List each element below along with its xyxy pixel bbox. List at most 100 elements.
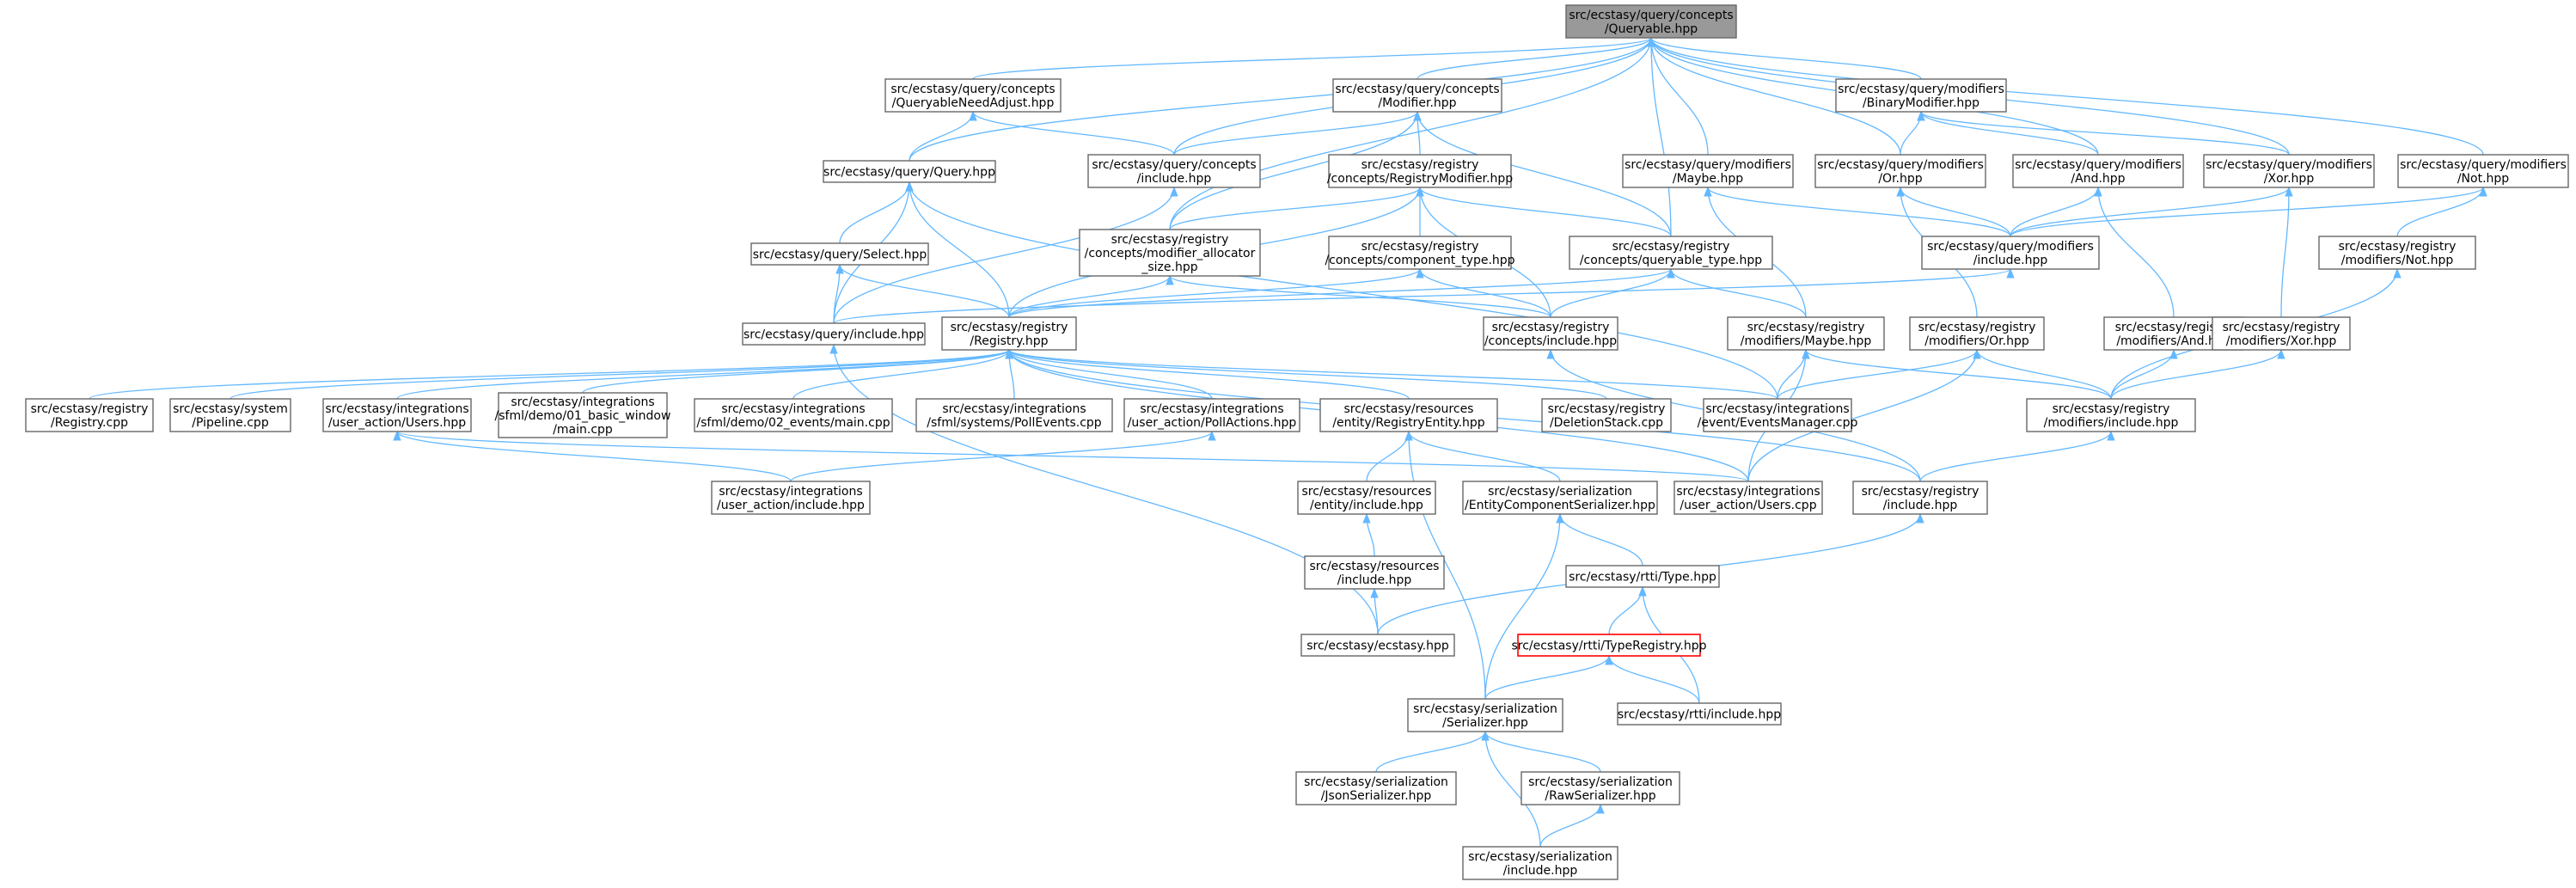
edge-registryHpp-to-query [905, 181, 1010, 318]
node-label: /user_action/PollActions.hpp [1128, 416, 1297, 430]
edge-ecstasyHpp-to-resInclude [1370, 587, 1379, 635]
node-box [1617, 702, 1782, 726]
node-modifiersInclude[interactable]: src/ecstasy/query/modifiers/include.hpp [1921, 236, 2100, 270]
node-pipelineCpp[interactable]: src/ecstasy/system/Pipeline.cpp [169, 398, 291, 432]
node-notQ[interactable]: src/ecstasy/query/modifiers/Not.hpp [2397, 154, 2569, 188]
node-label: /sfml/systems/PollEvents.cpp [927, 416, 1102, 430]
node-resInclude[interactable]: src/ecstasy/resources/include.hpp [1304, 555, 1445, 590]
edge-usersCpp-to-usersHpp [393, 430, 1749, 482]
node-registryEntity[interactable]: src/ecstasy/resources/entity/RegistryEnt… [1319, 398, 1498, 432]
node-queryable[interactable]: src/ecstasy/query/concepts/Queryable.hpp [1565, 4, 1737, 39]
node-label: /include.hpp [1337, 573, 1412, 587]
node-rttiType[interactable]: src/ecstasy/rtti/Type.hpp [1565, 565, 1720, 588]
node-box [2397, 154, 2569, 188]
node-box [498, 392, 668, 438]
edge-userActionInc-to-usersHpp [393, 430, 792, 482]
node-label: /sfml/demo/02_events/main.cpp [696, 416, 890, 430]
node-andQ[interactable]: src/ecstasy/query/modifiers/And.hpp [2012, 154, 2184, 188]
node-box [1087, 154, 1261, 188]
edge-andQ-to-binaryMod [1917, 110, 2099, 156]
node-select[interactable]: src/ecstasy/query/Select.hpp [750, 242, 929, 266]
node-conceptsInclude[interactable]: src/ecstasy/query/concepts/include.hpp [1087, 154, 1261, 188]
node-label: src/ecstasy/registry [31, 402, 149, 416]
node-rawSerializer[interactable]: src/ecstasy/serialization/RawSerializer.… [1521, 771, 1680, 805]
node-maybeQ[interactable]: src/ecstasy/query/modifiers/Maybe.hpp [1622, 154, 1794, 188]
node-label: /Serializer.hpp [1442, 716, 1528, 730]
node-label: src/ecstasy/registry [1361, 240, 1479, 254]
node-regInclude[interactable]: src/ecstasy/registry/include.hpp [1852, 481, 1988, 515]
edge-queryableNeedAdj-to-queryable [972, 36, 1655, 80]
node-pollEvents[interactable]: src/ecstasy/integrations/sfml/systems/Po… [915, 398, 1113, 432]
edge-orQ-to-binaryMod [1900, 110, 1925, 156]
node-jsonSerializer[interactable]: src/ecstasy/serialization/JsonSerializer… [1295, 771, 1457, 805]
node-serInclude[interactable]: src/ecstasy/serialization/include.hpp [1462, 846, 1618, 880]
node-query[interactable]: src/ecstasy/query/Query.hpp [823, 160, 996, 183]
node-box [1304, 555, 1445, 590]
node-entityInclude[interactable]: src/ecstasy/resources/entity/include.hpp [1297, 481, 1436, 515]
node-componentType[interactable]: src/ecstasy/registry/concepts/component_… [1325, 236, 1515, 270]
node-userActionInc[interactable]: src/ecstasy/integrations/user_action/inc… [711, 481, 871, 515]
edge-rawSerializer-to-serializerHpp [1481, 730, 1601, 773]
node-registryHpp[interactable]: src/ecstasy/registry/Registry.hpp [941, 316, 1077, 351]
node-modifierC[interactable]: src/ecstasy/query/concepts/Modifier.hpp [1332, 78, 1502, 113]
node-box [2026, 398, 2196, 432]
node-label: src/ecstasy/query/concepts [1569, 9, 1733, 22]
edge-serializerHpp-to-ecSerializer [1484, 512, 1564, 700]
node-box [1673, 481, 1823, 515]
node-queryableType[interactable]: src/ecstasy/registry/concepts/queryable_… [1569, 236, 1773, 270]
node-usersCpp[interactable]: src/ecstasy/integrations/user_action/Use… [1673, 481, 1823, 515]
node-pollActions[interactable]: src/ecstasy/integrations/user_action/Pol… [1123, 398, 1300, 432]
node-ecstasyHpp[interactable]: src/ecstasy/ecstasy.hpp [1300, 634, 1455, 657]
node-label: src/ecstasy/query/include.hpp [743, 328, 924, 342]
edge-notQ-to-queryable [1647, 36, 2484, 156]
node-label: src/ecstasy/registry [2115, 321, 2233, 334]
node-orQ[interactable]: src/ecstasy/query/modifiers/Or.hpp [1814, 154, 1986, 188]
edge-pipelineCpp-to-registryHpp [229, 348, 1013, 400]
node-label: /modifiers/Xor.hpp [2226, 334, 2337, 348]
node-ecSerializer[interactable]: src/ecstasy/serialization/EntityComponen… [1462, 481, 1658, 515]
node-queryableNeedAdj[interactable]: src/ecstasy/query/concepts/QueryableNeed… [884, 78, 1062, 113]
edge-maybeQ-to-queryable [1647, 36, 1709, 156]
node-box [1319, 398, 1498, 432]
edge-modifiersInclude-to-orQ [1896, 186, 2011, 237]
node-regModInclude[interactable]: src/ecstasy/registry/modifiers/include.h… [2026, 398, 2196, 432]
node-usersHpp[interactable]: src/ecstasy/integrations/user_action/Use… [322, 398, 472, 432]
node-registryCpp[interactable]: src/ecstasy/registry/Registry.cpp [25, 398, 154, 432]
node-regConceptsInc[interactable]: src/ecstasy/registry/concepts/include.hp… [1483, 316, 1618, 351]
node-label: /entity/RegistryEntity.hpp [1332, 416, 1484, 430]
edge-regModInclude-to-regMaybe [1802, 348, 2112, 400]
node-xorQ[interactable]: src/ecstasy/query/modifiers/Xor.hpp [2203, 154, 2375, 188]
node-regOr[interactable]: src/ecstasy/registry/modifiers/Or.hpp [1909, 316, 2045, 351]
node-eventsManager[interactable]: src/ecstasy/integrations/event/EventsMan… [1698, 398, 1858, 432]
node-rttiInclude[interactable]: src/ecstasy/rtti/include.hpp [1617, 702, 1782, 726]
node-binaryMod[interactable]: src/ecstasy/query/modifiers/BinaryModifi… [1835, 78, 2007, 113]
edge-modifiersInclude-to-xorQ [2010, 186, 2293, 237]
node-sfmlDemo01[interactable]: src/ecstasy/integrations/sfml/demo/01_ba… [495, 392, 671, 438]
node-sfmlDemo02[interactable]: src/ecstasy/integrations/sfml/demo/02_ev… [694, 398, 893, 432]
edge-serInclude-to-serializerHpp [1481, 730, 1541, 848]
node-label: _size.hpp [1141, 260, 1197, 274]
edge-regNotMod-to-notQ [2396, 186, 2487, 237]
node-label: src/ecstasy/registry [1548, 402, 1666, 416]
edge-usersCpp-to-regOr [1747, 348, 1981, 482]
node-typeRegistry[interactable]: src/ecstasy/rtti/TypeRegistry.hpp [1511, 634, 1707, 657]
node-modAllocSize[interactable]: src/ecstasy/registry/concepts/modifier_a… [1079, 229, 1261, 277]
node-box [750, 242, 929, 266]
node-box [1079, 229, 1261, 277]
node-deletionStack[interactable]: src/ecstasy/registry/DeletionStack.cpp [1541, 398, 1672, 432]
node-regXor[interactable]: src/ecstasy/registry/modifiers/Xor.hpp [2212, 316, 2351, 351]
node-queryInclude[interactable]: src/ecstasy/query/include.hpp [742, 322, 926, 346]
node-regNotMod[interactable]: src/ecstasy/registry/modifiers/Not.hpp [2318, 236, 2476, 270]
node-label: /concepts/include.hpp [1484, 334, 1617, 348]
node-regMaybe[interactable]: src/ecstasy/registry/modifiers/Maybe.hpp [1727, 316, 1885, 351]
node-label: src/ecstasy/registry [2053, 402, 2170, 416]
node-box [1462, 846, 1618, 880]
edge-registryHpp-to-select [835, 263, 1010, 318]
edge-modifiersInclude-to-maybeQ [1704, 186, 2011, 237]
node-regModifier[interactable]: src/ecstasy/registry/concepts/RegistryMo… [1327, 154, 1513, 188]
node-box [1297, 481, 1436, 515]
node-serializerHpp[interactable]: src/ecstasy/serialization/Serializer.hpp [1407, 698, 1563, 732]
node-box [1921, 236, 2100, 270]
node-label: src/ecstasy/query/Select.hpp [753, 248, 927, 262]
